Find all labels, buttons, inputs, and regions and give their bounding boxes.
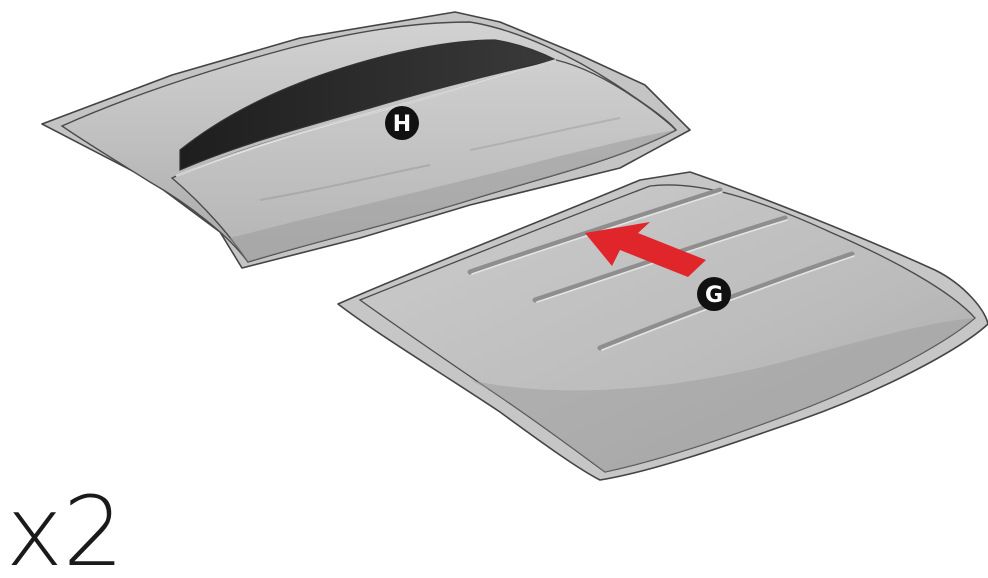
pillow-insert [337, 171, 988, 481]
cover-bottom-shade [230, 130, 676, 262]
pillow-cover [41, 11, 691, 269]
cover-opening [179, 39, 558, 171]
insert-groove [471, 191, 723, 275]
insert-bottom-shade [470, 318, 975, 472]
insert-direction-arrow [585, 222, 706, 277]
insert-groove [467, 187, 723, 275]
cover-flap-edge [175, 58, 557, 178]
callout-g-label: G [705, 283, 723, 308]
quantity-label: x2 [6, 476, 124, 578]
callout-h-badge: H [385, 106, 419, 140]
cover-wrinkle [259, 164, 431, 201]
callout-g-badge: G [697, 277, 731, 311]
callout-h-label: H [393, 112, 411, 137]
cover-wrinkle [469, 117, 621, 151]
